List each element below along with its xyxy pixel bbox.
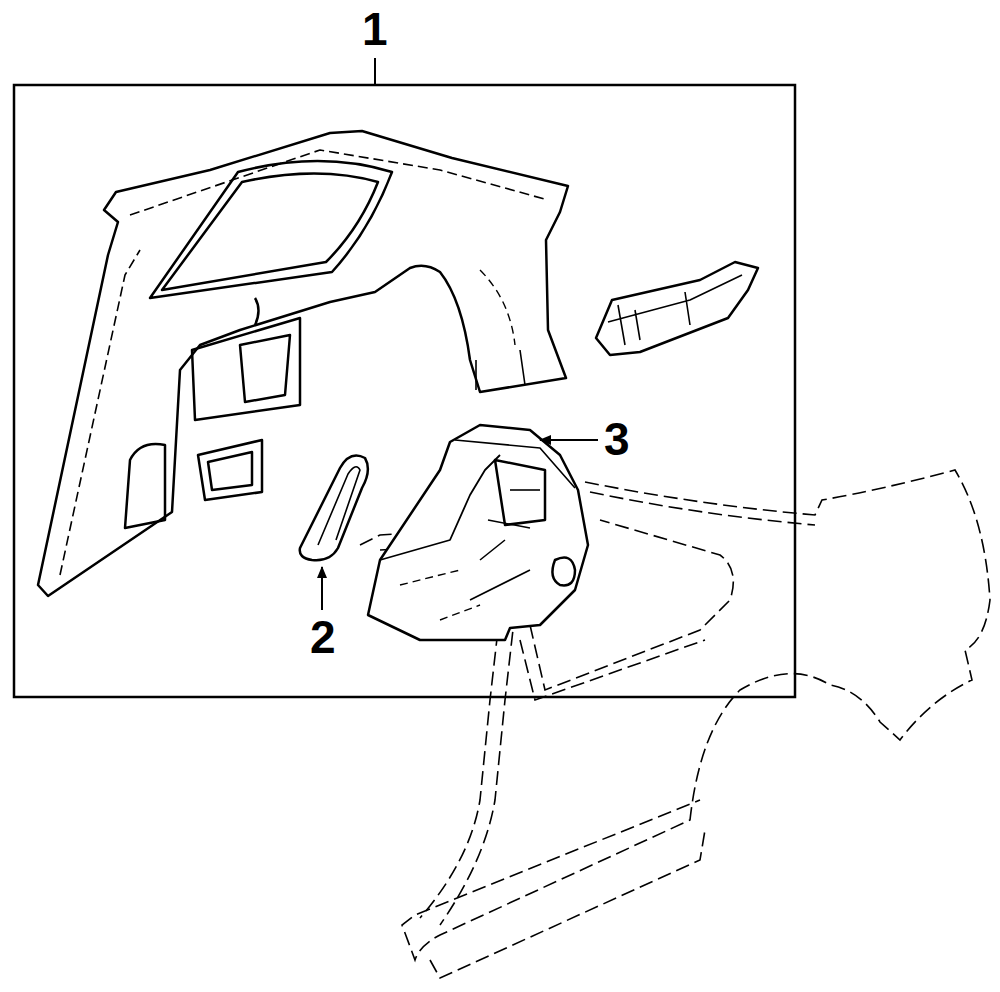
leader-arrow xyxy=(540,439,598,441)
leader-arrow xyxy=(321,567,323,610)
callout-number: 2 xyxy=(308,614,338,660)
wheelhouse-part xyxy=(368,425,588,640)
callout-number: 3 xyxy=(602,416,632,462)
assembly-frame xyxy=(14,85,795,697)
callout-number: 1 xyxy=(360,6,390,52)
bracket-part xyxy=(300,456,368,561)
reinforcement-panel xyxy=(596,262,758,355)
leader-line xyxy=(374,58,376,85)
